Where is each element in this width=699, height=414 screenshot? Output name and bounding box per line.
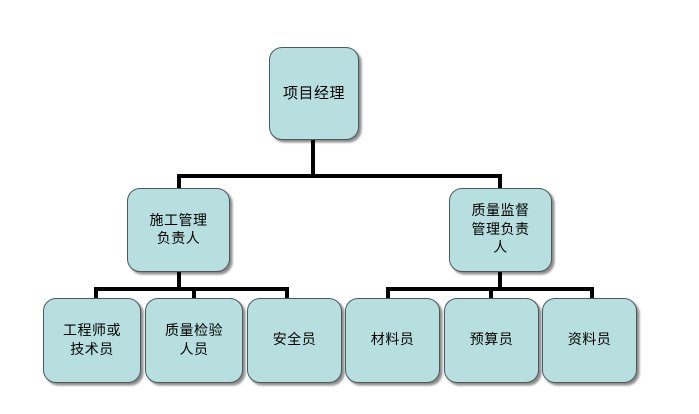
node-document-clerk[interactable]: 资料员 (542, 298, 637, 383)
node-materials-clerk[interactable]: 材料员 (345, 298, 440, 383)
connector-leaf-3-drop (285, 287, 289, 300)
node-quality-supervision-management-supervisor[interactable]: 质量监督 管理负责 人 (449, 188, 552, 272)
node-quality-inspection-personnel[interactable]: 质量检验 人员 (145, 298, 243, 383)
node-label: 材料员 (370, 332, 415, 349)
node-label: 施工管理 负责人 (149, 212, 208, 247)
node-budget-officer[interactable]: 预算员 (444, 298, 539, 383)
connector-leaf-6-drop (590, 287, 594, 300)
node-label: 预算员 (469, 332, 514, 349)
connector-level2-drop-left (177, 174, 181, 190)
connector-mid-right-stem (498, 270, 502, 290)
node-construction-management-supervisor[interactable]: 施工管理 负责人 (127, 188, 230, 272)
connector-left-group-bus (94, 287, 289, 291)
connector-leaf-2-drop (192, 287, 196, 300)
connector-leaf-4-drop (386, 287, 390, 300)
node-label: 质量监督 管理负责 人 (471, 203, 530, 257)
node-engineer-or-technician[interactable]: 工程师或 技术员 (43, 298, 141, 383)
node-label: 项目经理 (282, 83, 345, 102)
node-label: 质量检验 人员 (165, 323, 223, 358)
node-label: 资料员 (567, 332, 612, 349)
node-safety-officer[interactable]: 安全员 (247, 298, 342, 383)
node-project-manager[interactable]: 项目经理 (269, 47, 359, 140)
connector-level2-drop-right (498, 174, 502, 190)
connector-root-stem (311, 139, 315, 178)
connector-level2-bus (177, 174, 502, 178)
node-label: 安全员 (272, 332, 317, 349)
node-label: 工程师或 技术员 (63, 323, 121, 358)
connector-leaf-1-drop (94, 287, 98, 300)
connector-mid-left-stem (177, 270, 181, 290)
connector-leaf-5-drop (489, 287, 493, 300)
